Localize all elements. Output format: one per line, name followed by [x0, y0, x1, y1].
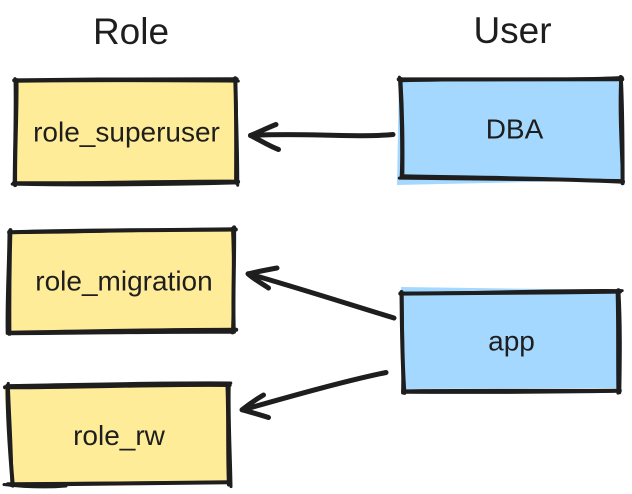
- svg-text:User: User: [473, 10, 551, 51]
- svg-text:Role: Role: [93, 11, 169, 52]
- svg-text:role_superuser: role_superuser: [33, 117, 220, 148]
- svg-text:role_rw: role_rw: [73, 420, 166, 451]
- svg-text:app: app: [488, 326, 535, 357]
- svg-text:role_migration: role_migration: [35, 266, 212, 297]
- svg-text:DBA: DBA: [486, 114, 544, 145]
